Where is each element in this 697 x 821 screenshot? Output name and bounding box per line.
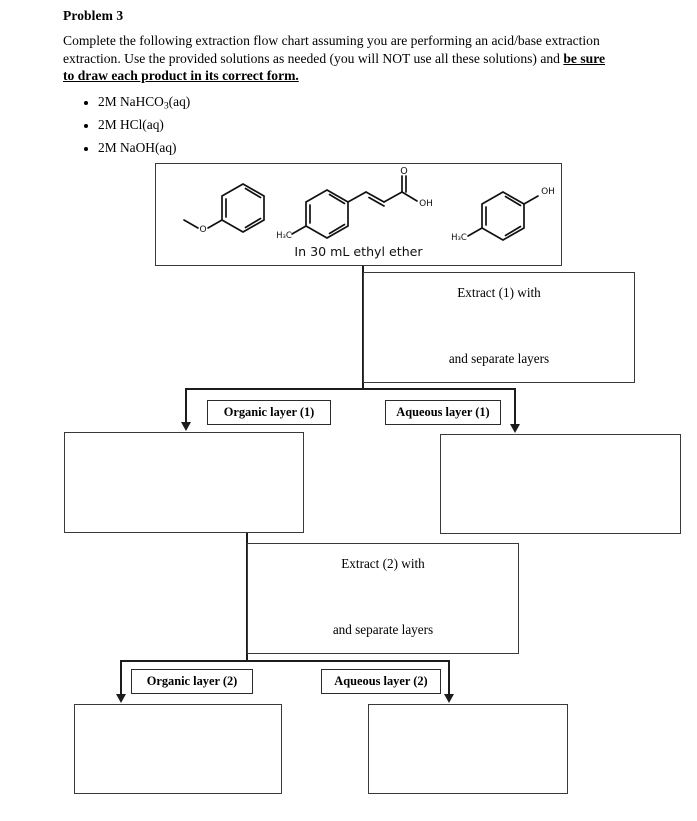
organic-layer-1-answer-box[interactable] (64, 432, 304, 533)
connector-riser-left-2 (120, 660, 122, 696)
starting-mixture-box: O (155, 163, 562, 266)
solutions-list: 2M NaHCO3(aq) 2M HCl(aq) 2M NaOH(aq) (74, 93, 190, 162)
arrowhead-aqueous-1 (510, 424, 520, 433)
connector-riser-right-2 (448, 660, 450, 696)
solution-molarity: 2M (98, 140, 117, 155)
connector-split-bar-2 (120, 660, 450, 662)
connector-stem-1 (362, 266, 364, 389)
solution-formula: HCl(aq) (119, 117, 164, 132)
aqueous-layer-2-label: Aqueous layer (2) (321, 669, 441, 694)
prompt-text: Complete the following extraction flow c… (63, 33, 600, 66)
solution-formula: NaOH(aq) (119, 140, 177, 155)
connector-riser-right-1 (514, 388, 516, 426)
carbonyl-oxygen-label: O (400, 166, 407, 177)
extract-2-instruction-line1: Extract (2) with (341, 556, 425, 571)
aqueous-layer-2-answer-box[interactable] (368, 704, 568, 794)
hydroxyl-label: OH (419, 199, 433, 209)
organic-layer-2-label: Organic layer (2) (131, 669, 253, 694)
extract-1-box: Extract (1) with and separate layers (363, 272, 635, 383)
problem-prompt: Complete the following extraction flow c… (63, 32, 619, 85)
arrowhead-aqueous-2 (444, 694, 454, 703)
connector-riser-left-1 (185, 388, 187, 424)
methyl-label: H₃C (276, 231, 292, 241)
molecule-4-methylcinnamic-acid: O OH H₃C (274, 166, 439, 260)
extract-1-instruction-line2: and separate layers (448, 351, 550, 366)
hydroxyl-label: OH (541, 187, 555, 197)
extract-1-instruction-line1: Extract (1) with (457, 285, 541, 300)
extract-2-box: Extract (2) with and separate layers (247, 543, 519, 654)
solution-molarity: 2M (98, 117, 117, 132)
svg-text:O: O (199, 225, 206, 235)
solution-molarity: 2M (98, 94, 117, 109)
molecule-4-methylphenol: OH H₃C (448, 176, 563, 250)
ether-solvent-caption: In 30 mL ethyl ether (294, 244, 423, 259)
organic-layer-2-answer-box[interactable] (74, 704, 282, 794)
extract-2-instruction-line2: and separate layers (332, 622, 434, 637)
solution-formula: NaHCO3(aq) (119, 94, 191, 112)
extract-1-reagent-blank[interactable] (364, 321, 634, 339)
list-item: 2M NaOH(aq) (98, 139, 190, 162)
arrowhead-organic-1 (181, 422, 191, 431)
aqueous-layer-1-answer-box[interactable] (440, 434, 681, 534)
list-item: 2M HCl(aq) (98, 116, 190, 139)
organic-layer-1-label: Organic layer (1) (207, 400, 331, 425)
molecule-anisole: O (174, 174, 284, 250)
extract-2-reagent-blank[interactable] (248, 592, 518, 610)
page-title: Problem 3 (63, 8, 124, 23)
connector-split-bar-1 (185, 388, 516, 390)
methyl-label: H₃C (451, 233, 467, 243)
aqueous-layer-1-label: Aqueous layer (1) (385, 400, 501, 425)
prompt-emphasis: be sure to draw each product in its corr… (63, 50, 606, 84)
connector-stem-2 (246, 533, 248, 661)
list-item: 2M NaHCO3(aq) (98, 93, 190, 116)
arrowhead-organic-2 (116, 694, 126, 703)
